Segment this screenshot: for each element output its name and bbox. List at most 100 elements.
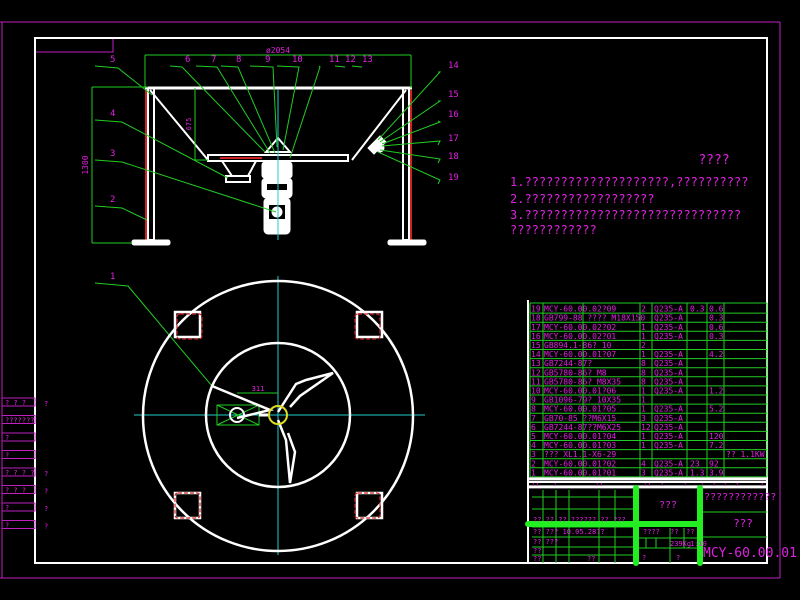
revision-cell: ? xyxy=(5,434,9,442)
technical-notes: ???? 1.????????????????????,?????????? 2… xyxy=(510,153,748,237)
bom-cell: 0.6 xyxy=(709,323,724,332)
bom-cell: Q235-A xyxy=(654,387,683,396)
leader-line xyxy=(289,65,321,159)
bom-cell: 23 xyxy=(690,459,700,468)
bom-cell: 17 xyxy=(531,323,541,332)
bom-cell: 0.3 xyxy=(709,314,724,323)
leader-line xyxy=(276,65,300,151)
bom-cell: 1.2 xyxy=(709,387,724,396)
bom-cell: 3.9 xyxy=(709,468,724,477)
sheet-b: ? xyxy=(676,554,680,562)
bom-row: 3??? XL1.1-X6-29?? 1.1KW xyxy=(531,450,765,459)
plan-view xyxy=(134,276,425,555)
leader-line xyxy=(381,140,441,147)
revision-mark: ? xyxy=(44,505,48,513)
bom-cell: Q235-A xyxy=(654,405,683,414)
bom-cell: GB894.1-86? 10 xyxy=(544,341,612,350)
note-3-cont: ???????????? xyxy=(510,223,597,237)
bom-cell: 0.6 xyxy=(709,305,724,314)
leader-line xyxy=(94,119,229,179)
bom-cell: 1 xyxy=(641,432,646,441)
bom-cell: Q235-A xyxy=(654,441,683,450)
leader-line xyxy=(381,120,442,145)
bom-cell: Q235-A xyxy=(654,368,683,377)
revision-mark: ? xyxy=(44,523,48,531)
bom-cell: 11 xyxy=(531,377,541,386)
bom-header-cell: ? xyxy=(700,480,704,488)
dim-inner: 675 xyxy=(185,118,193,131)
bom-cell: ?? 1.1KW xyxy=(726,450,765,459)
bom-cell: GB7244-87? xyxy=(544,359,592,368)
scale-header: ?? xyxy=(686,528,694,536)
revision-cell: ? ? ? xyxy=(5,487,26,495)
bom-cell: 8 xyxy=(641,359,646,368)
leader-line xyxy=(169,65,266,153)
bom-cell: Q235-A xyxy=(654,332,683,341)
bom-cell: 14 xyxy=(531,350,541,359)
bom-cell: 1 xyxy=(641,396,646,405)
scale: 1:10 xyxy=(690,540,707,548)
leader-line xyxy=(377,71,442,141)
organization: ??? xyxy=(733,517,753,530)
part-label: 7 xyxy=(211,55,216,65)
bom-cell: 7.2 xyxy=(709,441,724,450)
bom-cell: MCY-60.00.02?09 xyxy=(544,305,616,314)
part-label: 4 xyxy=(110,109,115,119)
leader-line xyxy=(379,100,442,143)
leader-line xyxy=(334,65,346,68)
note-1: 1.????????????????????,?????????? xyxy=(510,175,748,189)
bom-cell: Q235-A xyxy=(654,377,683,386)
bom-header-cell: ? xyxy=(723,480,727,488)
row-3: ?? xyxy=(533,547,541,555)
bom-cell: Q235-A xyxy=(654,350,683,359)
part-label: 9 xyxy=(265,55,270,65)
bom-header-cell: ? xyxy=(712,480,716,488)
bom-cell: 1.3 xyxy=(690,468,705,477)
bom-header-cell: ? xyxy=(760,480,764,488)
bom-cell: Q235-A xyxy=(654,314,683,323)
revision-cell: ? xyxy=(5,522,9,530)
revision-cell: ? xyxy=(5,452,9,460)
bom-cell: 1 xyxy=(641,441,646,450)
bom-cell: 8 xyxy=(531,405,536,414)
bom-cell: GB799-88 ???? M18X150 xyxy=(544,314,645,323)
leader-line xyxy=(249,65,278,148)
bom-cell: 92 xyxy=(709,459,719,468)
bom-cell: 3 xyxy=(531,450,536,459)
bom-cell: 13 xyxy=(531,359,541,368)
note-3: 3.?????????????????????????????? xyxy=(510,208,741,222)
leader-line xyxy=(351,65,363,68)
weight: 239Kg xyxy=(670,540,691,548)
bom-cell: 8 xyxy=(641,377,646,386)
note-2: 2.?????????????????? xyxy=(510,192,655,206)
part-label: 3 xyxy=(110,149,115,159)
bom-cell: GB5780-86? M8 xyxy=(544,368,607,377)
bom-cell: 5 xyxy=(531,432,536,441)
part-label: 13 xyxy=(362,55,373,65)
bom-cell: MCY-60.00.01?04 xyxy=(544,432,616,441)
bom-cell: 12 xyxy=(641,423,651,432)
bom-cell: 4 xyxy=(531,441,536,450)
part-label: 5 xyxy=(110,55,115,65)
revision-block: ? ? ???????????? ? ? ??? ? ?????? xyxy=(1,395,48,563)
bom-cell: MCY-60.00.02?01 xyxy=(544,332,616,341)
leader-line xyxy=(195,65,271,154)
bom-cell: 1 xyxy=(641,323,646,332)
part-label: 12 xyxy=(345,55,356,65)
bom-cell: MCY-60.00.02?02 xyxy=(544,323,616,332)
dim-height: 1300 xyxy=(81,155,90,174)
revision-cell: ? xyxy=(5,504,9,512)
part-label: 15 xyxy=(448,90,459,100)
bom-cell: 7 xyxy=(531,414,536,423)
bom-cell: 19 xyxy=(531,305,541,314)
dim-width: ø2054 xyxy=(266,46,290,55)
bom-cell: Q235-A xyxy=(654,459,683,468)
